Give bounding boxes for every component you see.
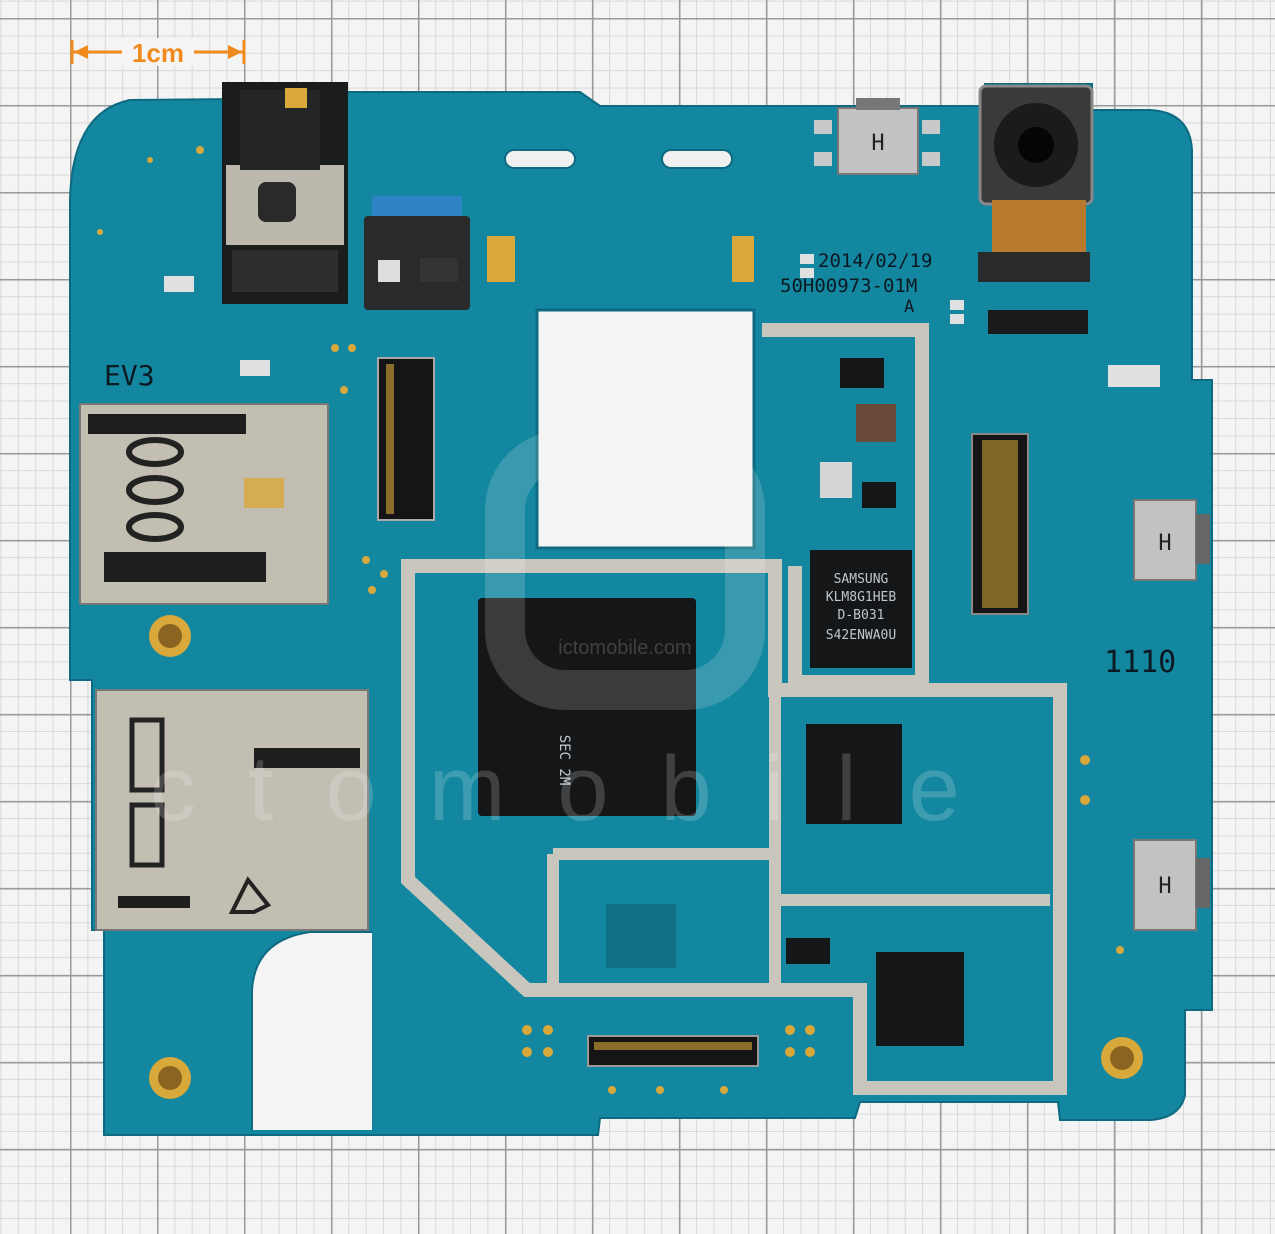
- mounting-hole: [1101, 1037, 1143, 1079]
- part-number: 50H00973-01M: [780, 275, 917, 297]
- svg-text:H: H: [1158, 874, 1171, 899]
- processor-chip: SEC 2M: [478, 598, 696, 816]
- version-mark: EV3: [104, 359, 155, 392]
- camera-module: [978, 84, 1094, 334]
- rf-shield-inner: [547, 690, 1050, 990]
- board-id-mark: 1110: [1104, 645, 1176, 680]
- center-window: [535, 308, 756, 550]
- pmic-chip: [806, 724, 902, 824]
- watermark: ictomobile.com ctomobile: [150, 430, 1012, 840]
- gold-pad: [732, 236, 754, 282]
- watermark-word: ctomobile: [150, 738, 1012, 840]
- board-cutout: [252, 932, 372, 1130]
- smd-components: [97, 146, 1124, 1094]
- bga-pad-area: [606, 904, 676, 968]
- mounting-hole: [149, 615, 191, 657]
- gold-pad: [487, 236, 515, 282]
- memory-chip: SAMSUNG KLM8G1HEB D-B031 S42ENWA0U: [810, 550, 912, 668]
- microsd-card-holder: [95, 689, 369, 931]
- component: [786, 938, 830, 964]
- headphone-jack: [222, 82, 348, 304]
- revision-mark: A: [904, 297, 914, 317]
- mounting-hole: [149, 1057, 191, 1099]
- component: [862, 482, 896, 508]
- memory-chip-line-1: SAMSUNG: [834, 572, 889, 587]
- date-code: 2014/02/19: [818, 250, 932, 272]
- svg-text:SEC 2M: SEC 2M: [556, 735, 572, 786]
- scale-bar: 1cm: [70, 38, 246, 68]
- crystal: [820, 462, 852, 498]
- component: [840, 358, 884, 388]
- bottom-connector: [587, 1035, 759, 1067]
- svg-text:H: H: [871, 131, 884, 156]
- memory-chip-line-2: KLM8G1HEB: [826, 590, 897, 605]
- side-button-lower: H: [1133, 839, 1210, 931]
- memory-chip-line-3: D-B031: [838, 608, 885, 623]
- proximity-sensor: [364, 196, 470, 310]
- slot: [661, 149, 733, 169]
- component: [856, 404, 896, 442]
- watermark-url: ictomobile.com: [558, 637, 691, 659]
- sim-card-holder: [79, 403, 329, 605]
- smd-pads: [164, 254, 1160, 387]
- side-button-upper: H: [1133, 499, 1210, 581]
- scale-label: 1cm: [132, 38, 184, 68]
- rf-shield-upper-right: [762, 323, 929, 689]
- top-button: H: [814, 98, 940, 175]
- rf-chip: [876, 952, 964, 1046]
- svg-text:H: H: [1158, 531, 1171, 556]
- slot: [504, 149, 576, 169]
- rf-shield-main: [401, 559, 1067, 1095]
- memory-chip-line-4: S42ENWA0U: [826, 628, 896, 643]
